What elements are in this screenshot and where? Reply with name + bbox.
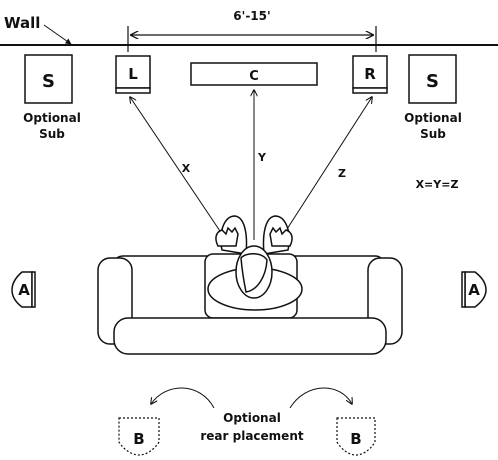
rear-speaker-left-label: B	[133, 430, 144, 448]
sub-right-label: S	[426, 71, 439, 92]
rear-speaker-left	[118, 417, 160, 456]
speaker-center	[190, 62, 318, 86]
side-speaker-right-label: A	[468, 281, 480, 299]
sub-right	[408, 54, 457, 104]
wall-label: Wall	[4, 14, 40, 32]
distance-label: 6'-15'	[233, 9, 270, 23]
rear-arrow-right	[289, 387, 352, 409]
rear-speaker-right-label: B	[350, 430, 361, 448]
label-z: Z	[338, 167, 346, 180]
rear-placement-line1: Optional	[223, 411, 281, 425]
equation-label: X=Y=Z	[416, 178, 459, 191]
wall-pointer-arrow	[43, 24, 72, 45]
sub-left	[24, 54, 73, 104]
rear-placement-line2: rear placement	[200, 429, 303, 443]
rear-speaker-right	[336, 417, 376, 456]
speaker-center-label: C	[249, 69, 259, 84]
distance-line-x	[130, 97, 227, 241]
optional-sub-left-line1: Optional	[23, 111, 81, 125]
speaker-left-label: L	[128, 65, 138, 83]
speaker-right-label: R	[364, 65, 376, 83]
optional-sub-left-line2: Sub	[39, 127, 65, 141]
optional-sub-right-line1: Optional	[404, 111, 462, 125]
listener-figure	[207, 215, 303, 311]
label-y: Y	[257, 151, 267, 164]
sub-left-label: S	[42, 71, 55, 92]
label-x: X	[182, 162, 191, 175]
side-speaker-left	[11, 271, 36, 308]
side-speaker-left-label: A	[18, 281, 30, 299]
speaker-right	[352, 55, 388, 94]
distance-line-z	[279, 97, 372, 241]
rear-arrow-left	[151, 387, 215, 409]
side-speaker-right	[461, 271, 487, 308]
speaker-left	[115, 55, 151, 94]
optional-sub-right-line2: Sub	[420, 127, 446, 141]
